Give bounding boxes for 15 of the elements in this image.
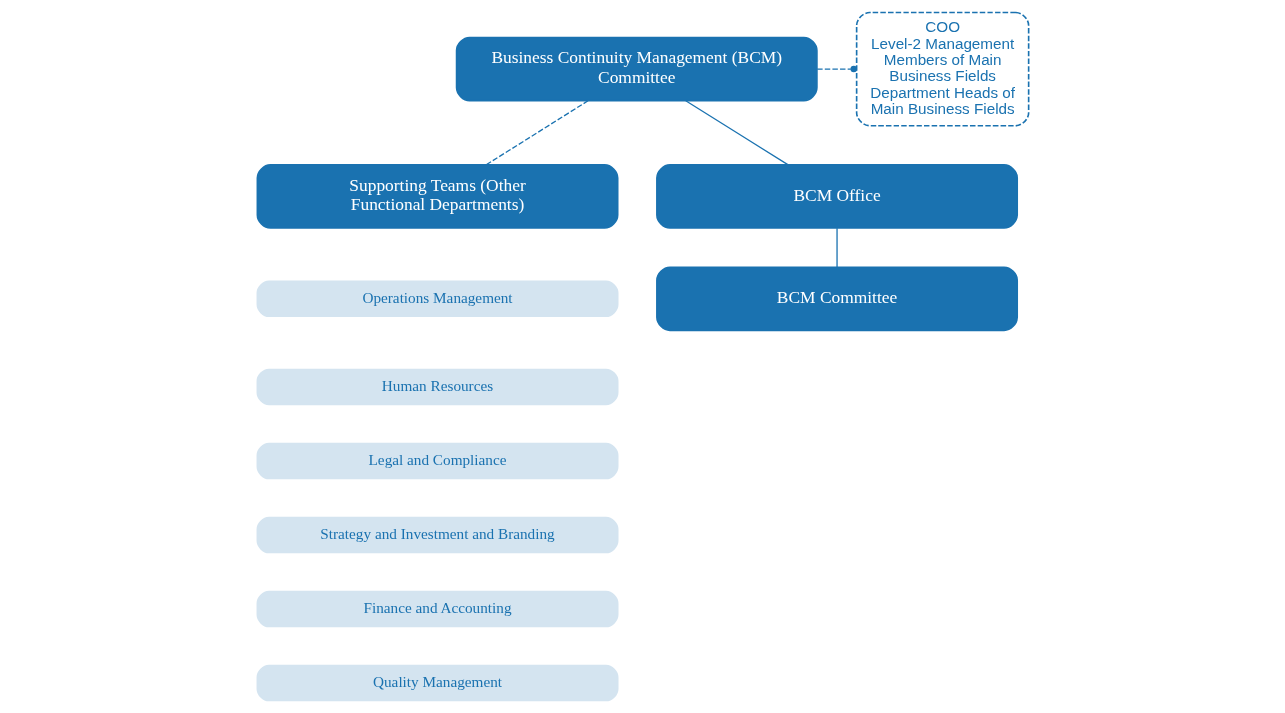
node-box: Human Resources — [256, 368, 618, 406]
node-box: Supporting Teams (Other Functional Departments) — [256, 164, 618, 229]
node-box: Business Continuity Management (BCM) Committee — [455, 36, 818, 102]
connector — [816, 65, 857, 73]
connector — [835, 227, 838, 268]
node-box: Strategy and Investment and Branding — [256, 516, 618, 554]
connector — [484, 100, 589, 166]
node-box: COO Level-2 Management Members of Main Business Fields Department Heads of Main Business Fields — [855, 11, 1029, 127]
node-box: BCM Committee — [655, 266, 1018, 332]
connector — [684, 100, 789, 166]
node-box: Finance and Accounting — [256, 590, 618, 628]
node-box: Operations Management — [256, 280, 618, 318]
node-box: Quality Management — [256, 664, 618, 702]
node-box: Legal and Compliance — [256, 442, 618, 480]
node-box: BCM Office — [655, 164, 1018, 229]
